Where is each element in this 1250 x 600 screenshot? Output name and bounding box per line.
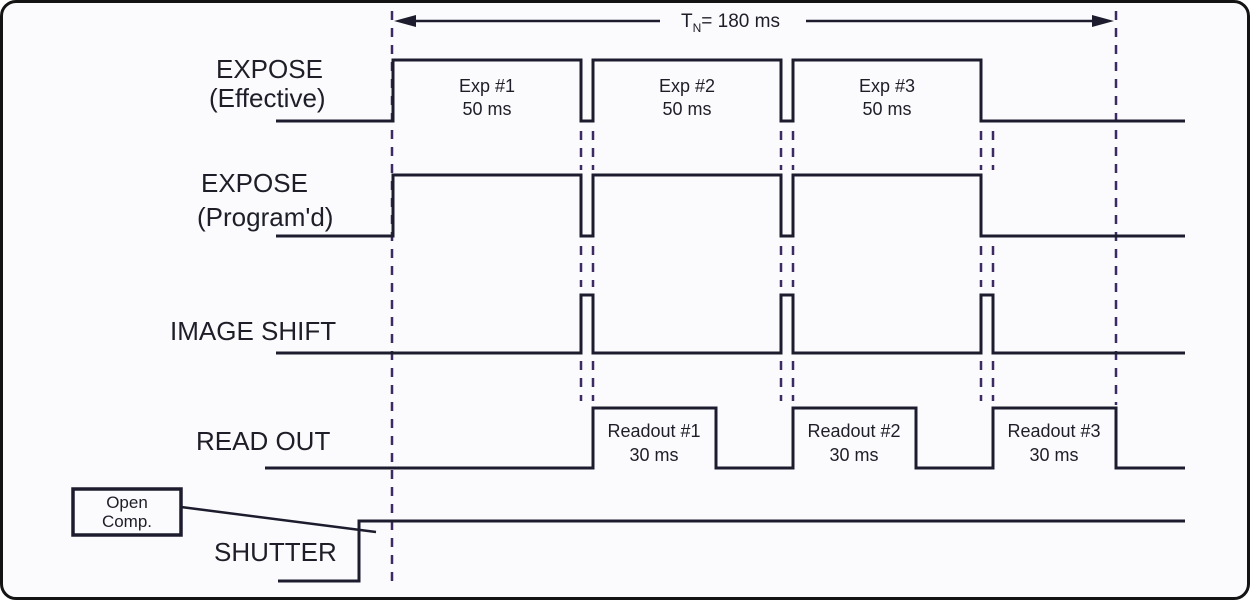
- right-arrowhead-icon: [1092, 15, 1114, 27]
- total-time-arrow: TN= 180 ms: [394, 11, 1114, 35]
- timing-diagram-svg: TN= 180 ms EXPOSE (Effective) Exp #1 50 …: [71, 11, 1185, 583]
- signal-row-expose-programmed: EXPOSE (Program'd): [197, 168, 1185, 238]
- dashed-cursor-lines: [390, 11, 1118, 581]
- pulse-duration: 30 ms: [1029, 445, 1078, 465]
- signal-label: IMAGE SHIFT: [170, 316, 336, 346]
- pulse-label: Readout #3: [1007, 421, 1100, 441]
- signal-row-image-shift: IMAGE SHIFT: [170, 293, 1185, 355]
- pulse-duration: 50 ms: [862, 99, 911, 119]
- signal-row-expose-effective: EXPOSE (Effective) Exp #1 50 ms Exp #2 5…: [209, 54, 1185, 123]
- signal-label: SHUTTER: [214, 537, 337, 567]
- signal-label: EXPOSE: [201, 168, 308, 198]
- signal-trace-expose-programmed: [276, 173, 1185, 238]
- signal-trace-read-out: [265, 406, 1185, 470]
- dashed-alignment-marks: [579, 131, 995, 401]
- pulse-label: Exp #2: [659, 76, 715, 96]
- pulse-label: Readout #1: [607, 421, 700, 441]
- signal-trace-shutter: [278, 519, 1185, 583]
- pulse-label: Readout #2: [807, 421, 900, 441]
- pulse-duration: 50 ms: [662, 99, 711, 119]
- callout-label: Comp.: [102, 512, 152, 531]
- open-comp-callout-box: [71, 487, 183, 537]
- signal-label: EXPOSE: [216, 54, 323, 84]
- signal-row-shutter: Open Comp. SHUTTER: [71, 487, 1185, 583]
- pulse-duration: 30 ms: [829, 445, 878, 465]
- pulse-duration: 50 ms: [462, 99, 511, 119]
- total-time-label: TN= 180 ms: [681, 11, 780, 35]
- signal-trace-image-shift: [276, 293, 1185, 355]
- pulse-duration: 30 ms: [629, 445, 678, 465]
- signal-label: (Program'd): [197, 202, 333, 232]
- pulse-label: Exp #1: [459, 76, 515, 96]
- callout-leader-line: [180, 505, 377, 534]
- left-arrowhead-icon: [394, 15, 416, 27]
- signal-trace-expose-effective: [276, 58, 1185, 123]
- signal-label: (Effective): [209, 83, 326, 113]
- callout-label: Open: [106, 493, 148, 512]
- signal-row-read-out: READ OUT Readout #1 30 ms Readout #2 30 …: [196, 406, 1185, 470]
- signal-label: READ OUT: [196, 426, 330, 456]
- pulse-label: Exp #3: [859, 76, 915, 96]
